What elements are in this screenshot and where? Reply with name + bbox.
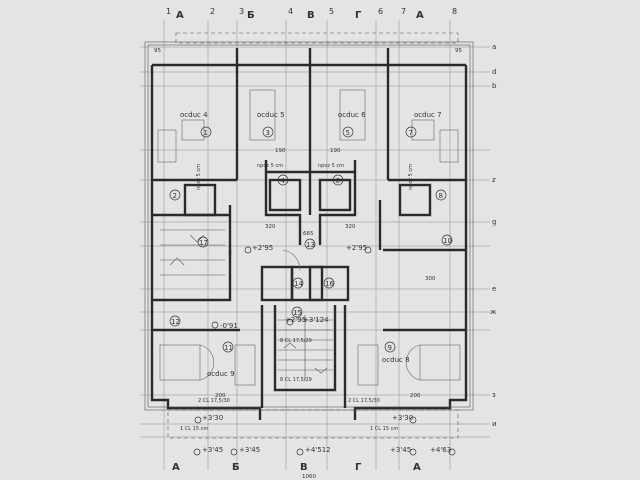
column-axis-labels: 1 2 3 4 5 6 7 8 xyxy=(166,7,457,16)
level-mark: +3'124 xyxy=(303,316,329,324)
dimension: 190 xyxy=(275,148,286,154)
level-mark: +3'45 xyxy=(239,446,260,454)
section-mark: B xyxy=(300,462,308,473)
section-marks-bottom: A Б B Г A xyxy=(172,462,421,473)
note: npoz 5 cm xyxy=(196,164,202,190)
row-axis-labels: a d b z g e ж з и xyxy=(490,43,497,428)
terrace-outline xyxy=(167,409,459,439)
dimension: 320 xyxy=(345,224,356,230)
room-number: 16 xyxy=(325,280,334,288)
axis-label: 1 xyxy=(166,7,171,16)
axis-label: e xyxy=(492,285,496,293)
room-number: 7 xyxy=(409,129,413,137)
room-number: 3 xyxy=(266,129,270,137)
room-name: ocduc 9 xyxy=(207,370,235,378)
dimension: 665 xyxy=(303,231,314,237)
room-number: 11 xyxy=(224,344,233,352)
axis-label: 7 xyxy=(401,7,406,16)
dimension: 95 xyxy=(154,48,161,54)
room-number: 4 xyxy=(281,177,286,185)
axis-label: 3 xyxy=(239,7,244,16)
level-mark: +2'95 xyxy=(346,244,367,252)
level-mark: +2'95 xyxy=(252,244,273,252)
drawing-notes: npoz 5 cm npoz 5 cm npoz 5 cm npoz 5 cm … xyxy=(180,163,414,432)
axis-label: ж xyxy=(490,308,497,316)
section-marks-top: A Б B Г A xyxy=(176,10,424,21)
level-mark: +4'512 xyxy=(305,446,331,454)
level-mark: +4'63 xyxy=(430,446,451,454)
room-number: 8 xyxy=(439,192,443,200)
level-mark: +3'45 xyxy=(390,446,411,454)
section-mark: A xyxy=(176,10,184,21)
dimension: 200 xyxy=(215,393,226,399)
section-mark: Б xyxy=(232,462,240,473)
room-number: 6 xyxy=(336,177,341,185)
section-mark: A xyxy=(172,462,180,473)
room-number: 9 xyxy=(388,344,392,352)
note: 2 CL 17,5/30 xyxy=(348,398,380,404)
room-number: 10 xyxy=(443,237,452,245)
section-mark: B xyxy=(307,10,315,21)
roof-outline xyxy=(175,32,459,44)
dimension: 1060 xyxy=(302,474,316,480)
level-mark: +3'45 xyxy=(202,446,223,454)
room-name: ocduc 8 xyxy=(382,356,410,364)
room-name: ocduc 5 xyxy=(257,111,285,119)
level-mark: -0'91 xyxy=(220,322,238,330)
dimension: 190 xyxy=(330,148,341,154)
axis-label: a xyxy=(492,43,496,51)
room-number: 14 xyxy=(294,280,303,288)
axis-label: и xyxy=(492,420,497,428)
level-marks: +2'95 +2'95 -0'91 +2'95 +3'124 +3'30 +3'… xyxy=(193,244,456,456)
axis-label: z xyxy=(492,176,496,184)
axis-label: d xyxy=(492,68,496,76)
level-mark: +3'30 xyxy=(202,414,223,422)
dimension: 95 xyxy=(455,48,462,54)
axis-label: g xyxy=(492,218,496,226)
note: 2 CL 17,5/30 xyxy=(198,398,230,404)
axis-label: b xyxy=(492,82,497,90)
furniture xyxy=(157,89,461,386)
room-number: 5 xyxy=(346,129,350,137)
section-mark: Б xyxy=(247,10,255,21)
note: npoz 5 cm xyxy=(257,163,283,169)
room-number: 12 xyxy=(171,318,180,326)
level-mark: +2'95 xyxy=(285,316,306,324)
note: 1 CL 15 cm xyxy=(180,426,208,432)
axis-label: 4 xyxy=(288,7,293,16)
axis-label: 8 xyxy=(452,7,457,16)
dimension: 320 xyxy=(265,224,276,230)
room-number: 15 xyxy=(293,309,302,317)
dimension: 300 xyxy=(425,276,436,282)
note: 8 CL 17,5/29 xyxy=(280,377,312,383)
dimension-labels: 95 95 665 1060 190 190 320 320 200 200 3… xyxy=(154,48,462,480)
room-name: ocduc 4 xyxy=(180,111,208,119)
room-markers: 1 3 5 7 2 4 6 8 10 13 14 15 16 17 12 11 … xyxy=(169,126,453,353)
note: npoz 5 cm xyxy=(318,163,344,169)
room-number: 17 xyxy=(199,239,208,247)
room-names: ocduc 4 ocduc 5 ocduc 6 ocduc 7 ocduc 9 … xyxy=(180,111,442,378)
section-mark: Г xyxy=(355,462,362,473)
section-mark: Г xyxy=(355,10,362,21)
note: 8 CL 17,5/29 xyxy=(280,338,312,344)
room-number: 2 xyxy=(173,192,177,200)
axis-label: 2 xyxy=(210,7,215,16)
dimension: 200 xyxy=(410,393,421,399)
axis-label: 5 xyxy=(329,7,334,16)
note: npoz 5 cm xyxy=(408,164,414,190)
room-name: ocduc 6 xyxy=(338,111,366,119)
note: 1 CL 15 cm xyxy=(370,426,398,432)
section-mark: A xyxy=(416,10,424,21)
level-mark: +3'30 xyxy=(392,414,413,422)
staircase xyxy=(160,229,333,380)
room-number: 1 xyxy=(204,129,208,137)
axis-label: 6 xyxy=(378,7,383,16)
section-mark: A xyxy=(413,462,421,473)
interior-walls xyxy=(152,48,466,408)
room-name: ocduc 7 xyxy=(414,111,442,119)
axis-label: з xyxy=(492,391,496,399)
room-number: 13 xyxy=(306,241,315,249)
